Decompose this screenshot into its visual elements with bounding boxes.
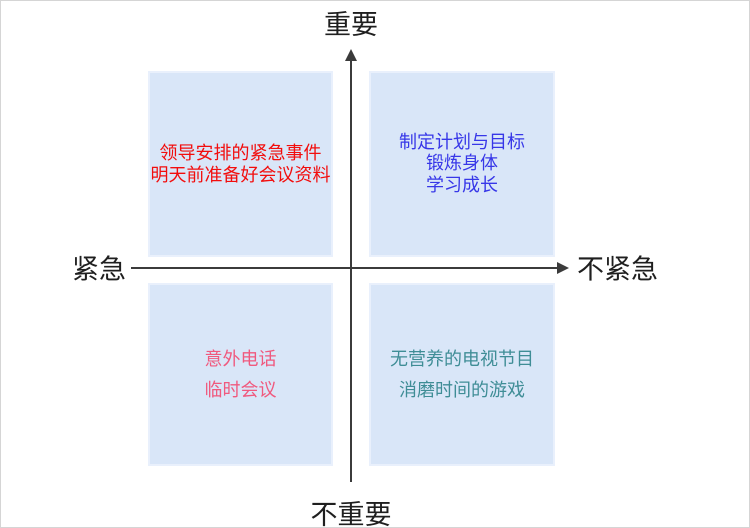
quadrant-text-line: 明天前准备好会议资料 bbox=[150, 165, 331, 185]
axis-label-not-important: 不重要 bbox=[310, 500, 392, 528]
quadrant-urgent-important: 领导安排的紧急事件 明天前准备好会议资料 bbox=[148, 71, 333, 257]
quadrant-urgent-not-important: 意外电话 临时会议 bbox=[148, 283, 333, 466]
axis-label-not-urgent: 不紧急 bbox=[577, 254, 658, 285]
quadrant-text-line: 领导安排的紧急事件 bbox=[159, 142, 322, 163]
quadrant-text-line: 临时会议 bbox=[204, 379, 277, 400]
quadrant-not-urgent-not-important: 无营养的电视节目 消磨时间的游戏 bbox=[369, 283, 555, 466]
quadrant-not-urgent-important-text: 制定计划与目标 锻炼身体 学习成长 bbox=[399, 132, 525, 197]
vertical-axis-line bbox=[350, 57, 352, 482]
quadrant-text-line: 制定计划与目标 bbox=[399, 131, 525, 152]
axis-label-important: 重要 bbox=[324, 10, 378, 40]
right-arrowhead-icon bbox=[557, 262, 569, 274]
quadrant-text-line: 消磨时间的游戏 bbox=[399, 379, 525, 400]
quadrant-not-urgent-important: 制定计划与目标 锻炼身体 学习成长 bbox=[369, 71, 555, 257]
quadrant-not-urgent-not-important-text: 无营养的电视节目 消磨时间的游戏 bbox=[390, 344, 534, 405]
quadrant-urgent-not-important-text: 意外电话 临时会议 bbox=[205, 344, 277, 405]
quadrant-urgent-important-text: 领导安排的紧急事件 明天前准备好会议资料 bbox=[151, 142, 331, 187]
horizontal-axis-line bbox=[131, 267, 559, 269]
quadrant-text-line: 意外电话 bbox=[204, 348, 277, 369]
axis-label-urgent: 紧急 bbox=[72, 254, 126, 285]
quadrant-text-line: 锻炼身体 bbox=[426, 153, 498, 174]
up-arrowhead-icon bbox=[345, 49, 357, 61]
quadrant-text-line: 学习成长 bbox=[426, 174, 498, 195]
quadrant-text-line: 无营养的电视节目 bbox=[390, 348, 534, 369]
